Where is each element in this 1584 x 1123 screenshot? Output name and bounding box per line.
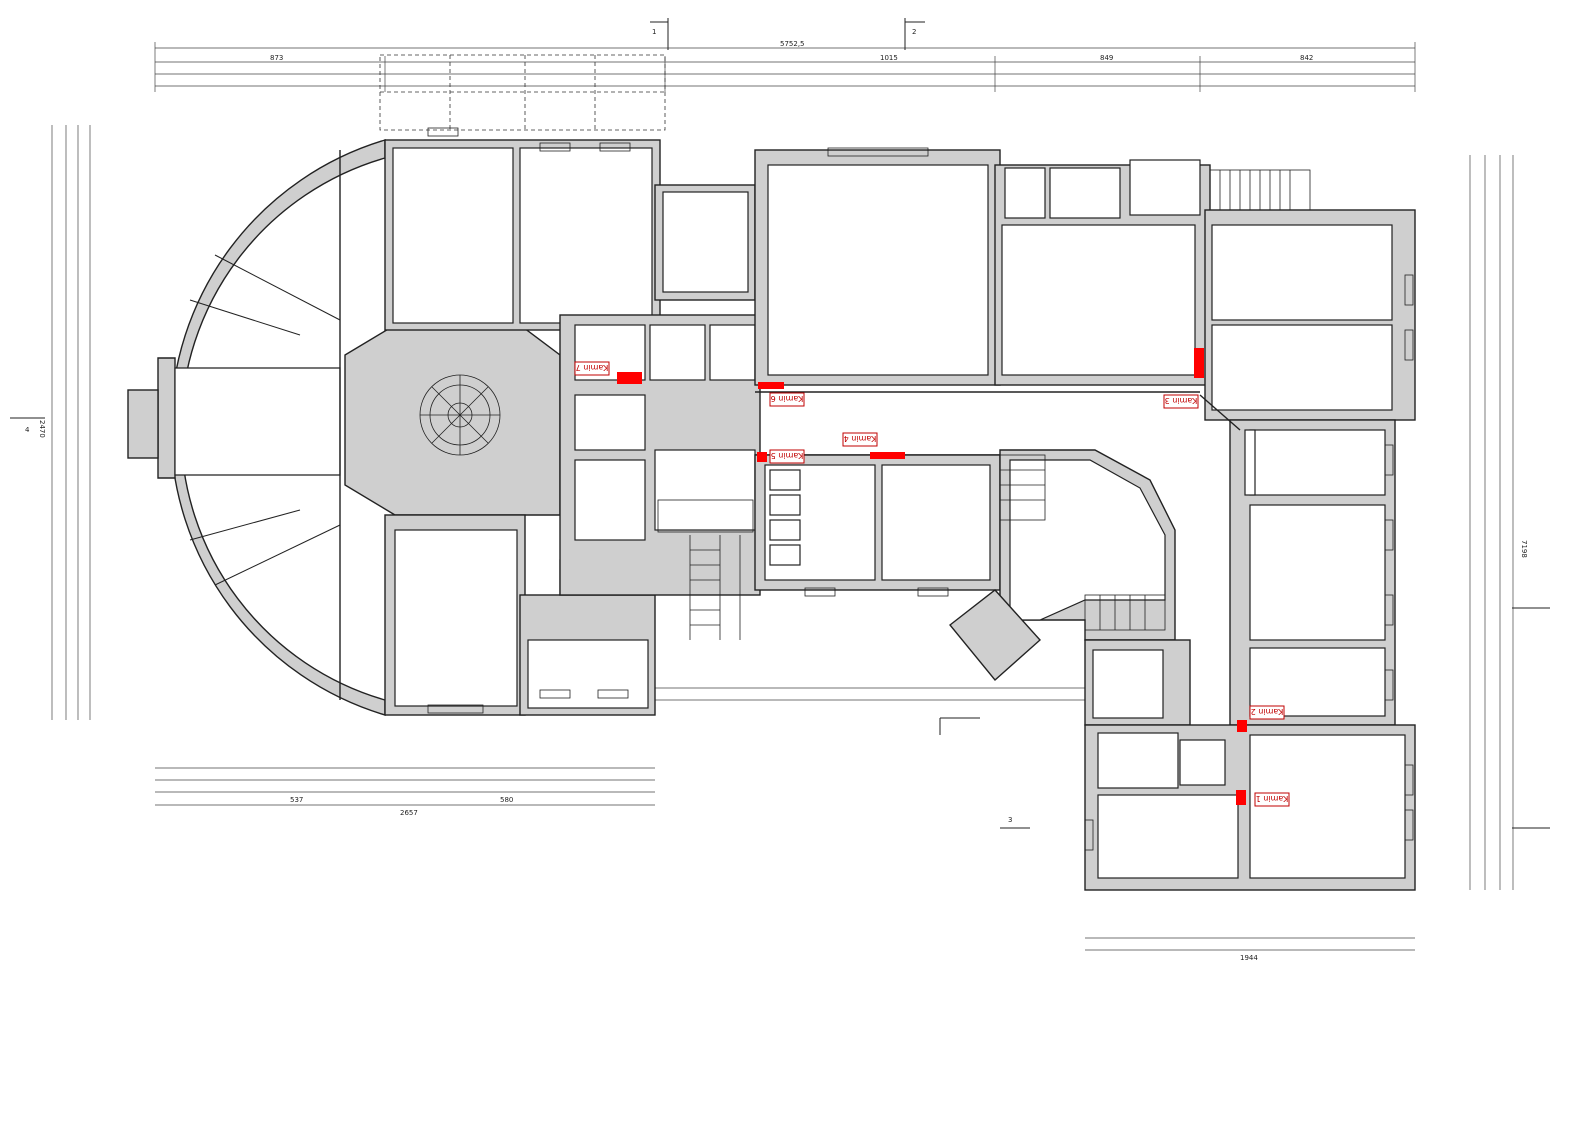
bottom-dimension-lines: 2657 537 580 1944	[155, 687, 1415, 962]
chimney-label-1: Kamin 1	[1256, 794, 1289, 803]
section-markers: 1 2 3 4	[10, 18, 1550, 829]
foyer-block	[949, 449, 1176, 682]
bottom-total-dim: 2657	[400, 809, 418, 817]
chimney-label-2: Kamin 2	[1251, 707, 1284, 716]
chimney-label-4: Kamin 4	[844, 434, 877, 443]
right-total-dim: 7198	[1520, 540, 1528, 558]
chimney-6-mark	[758, 382, 784, 389]
top-dim-d: 842	[1300, 54, 1313, 62]
chimney-4-mark	[870, 452, 905, 459]
chimney-7-mark	[617, 372, 642, 384]
chimney-label-3: Kamin 3	[1165, 396, 1198, 405]
bottom-right-dim: 1944	[1240, 954, 1258, 962]
section-marker-2: 2	[912, 28, 916, 36]
chimney-1-mark	[1236, 790, 1246, 805]
top-total-dim: 5752,5	[780, 40, 805, 48]
chimney-2-mark	[1237, 720, 1247, 732]
chimney-labels: Kamin 1 Kamin 2 Kamin 3 Kamin 4 Kamin 5 …	[574, 361, 1290, 807]
chimneys	[617, 348, 1247, 805]
west-rotunda	[127, 139, 386, 716]
south-central-block	[754, 454, 1001, 591]
bottom-dim-b: 580	[500, 796, 513, 804]
left-total-dim: 2470	[38, 420, 46, 438]
left-dimension-lines: 2470	[38, 125, 91, 720]
north-west-block	[379, 54, 666, 331]
section-marker-1: 1	[652, 28, 656, 36]
top-dim-b: 1015	[880, 54, 898, 62]
top-dim-a: 873	[270, 54, 283, 62]
top-dim-c: 849	[1100, 54, 1113, 62]
bottom-dim-a: 537	[290, 796, 303, 804]
top-dimension-lines: 5752,5 873 1015 849 842	[154, 40, 1416, 92]
chimney-label-5: Kamin 5	[771, 451, 804, 460]
chimney-label-6: Kamin 6	[771, 394, 804, 403]
right-dimension-lines: 7198	[1469, 155, 1528, 890]
chimney-3-mark	[1194, 348, 1204, 378]
central-hall	[344, 324, 561, 516]
east-wing	[1199, 169, 1416, 726]
section-marker-3: 3	[1008, 816, 1012, 824]
chimney-label-7: Kamin 7	[576, 363, 609, 372]
section-marker-4: 4	[25, 426, 30, 434]
central-east-block	[754, 149, 1211, 456]
chimney-5-mark	[757, 452, 767, 462]
window-symbols	[427, 127, 1414, 851]
south-east-block	[1084, 639, 1416, 891]
